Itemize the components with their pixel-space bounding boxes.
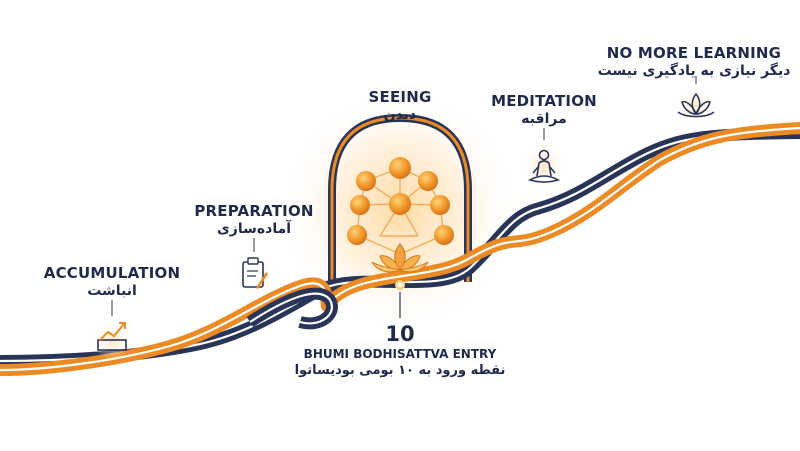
node-sphere xyxy=(434,225,454,245)
stage-title-fa: دیدن xyxy=(383,107,417,123)
node-sphere xyxy=(356,171,376,191)
clipboard-icon xyxy=(232,238,276,297)
node-sphere xyxy=(430,195,450,215)
stage-title-fa: مراقبه xyxy=(521,111,567,127)
node-sphere xyxy=(418,171,438,191)
stage-no-more-learning: NO MORE LEARNING دیگر نیازی به یادگیری ن… xyxy=(598,44,791,80)
entry-title-fa: نقطه ورود به ۱۰ بومی بودیساتوا xyxy=(294,363,506,378)
lotus-network xyxy=(347,157,454,273)
stage-meditation: MEDITATION مراقبه xyxy=(491,92,597,128)
navy-loop xyxy=(246,287,338,330)
arch xyxy=(328,113,472,282)
node-sphere xyxy=(389,193,411,215)
stage-title-fa: انباشت xyxy=(87,283,137,299)
stage-title-en: SEEING xyxy=(368,88,432,106)
entry-marker xyxy=(395,280,405,318)
stage-title-en: PREPARATION xyxy=(194,202,314,220)
network-lotus-icon xyxy=(371,243,429,273)
lotus-icon xyxy=(676,76,716,126)
stage-title-fa: آماده‌سازی xyxy=(216,221,292,237)
chart-rising-icon xyxy=(92,300,132,360)
stage-seeing: SEEING دیدن xyxy=(369,88,432,124)
node-sphere xyxy=(350,195,370,215)
stage-title-en: ACCUMULATION xyxy=(43,264,181,282)
node-sphere xyxy=(389,157,411,179)
stage-title-fa: دیگر نیازی به یادگیری نیست xyxy=(597,63,791,79)
stage-title-en: MEDITATION xyxy=(491,92,597,110)
stage-preparation: PREPARATION آماده‌سازی xyxy=(194,202,313,238)
entry-number: 10 xyxy=(385,322,415,346)
entry-title-en: BHUMI BODHISATTVA ENTRY xyxy=(303,347,497,361)
meditating-person-icon xyxy=(522,128,566,188)
orange-track xyxy=(0,122,800,376)
stage-title-en: NO MORE LEARNING xyxy=(606,44,782,62)
node-sphere xyxy=(347,225,367,245)
stage-accumulation: ACCUMULATION انباشت xyxy=(44,264,180,300)
bhumi-entry-label: 10 BHUMI BODHISATTVA ENTRY نقطه ورود به … xyxy=(295,322,506,380)
